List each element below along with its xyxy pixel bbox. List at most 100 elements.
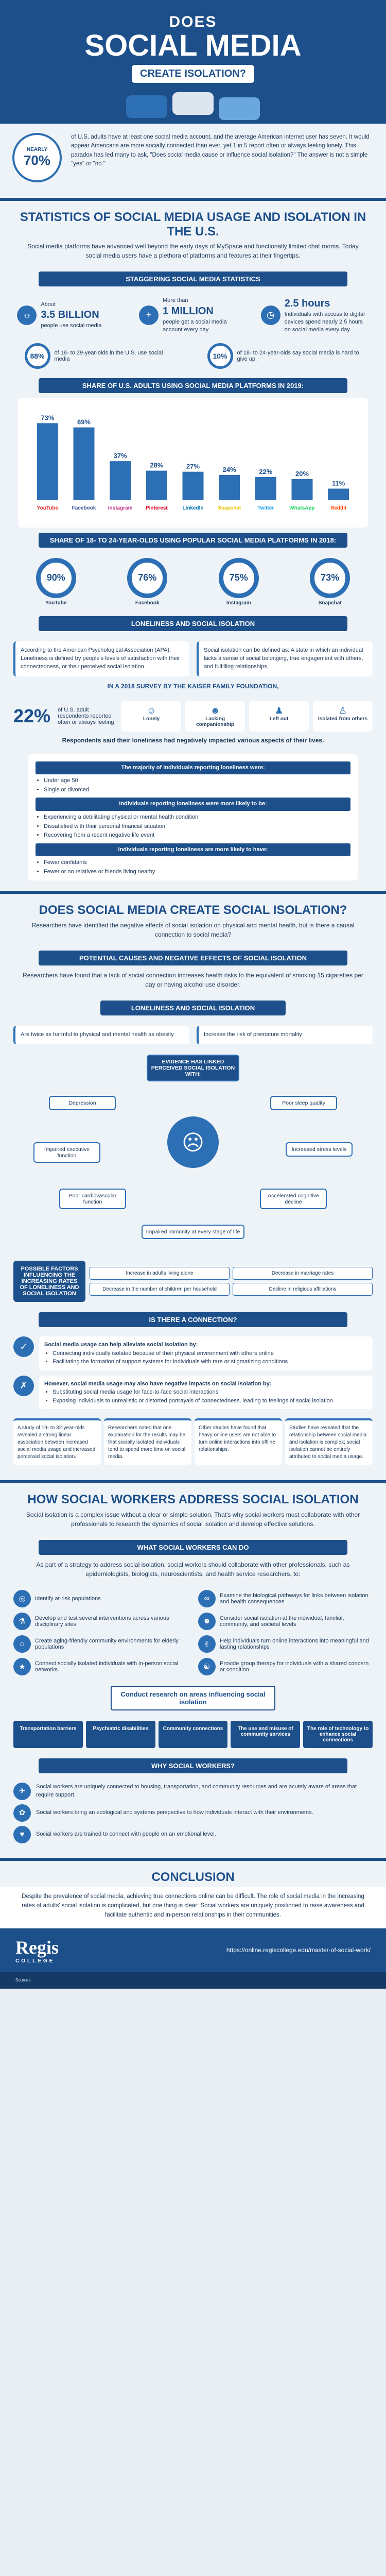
flask-icon: ⚗ [13, 1612, 31, 1630]
target-icon: ◎ [13, 1589, 31, 1607]
list-item: Exposing individuals to unrealistic or d… [52, 1397, 367, 1405]
bus-icon: ✈ [13, 1782, 31, 1800]
bar-category-label: WhatsApp [289, 505, 314, 511]
why-text: Social workers are uniquely connected to… [36, 1783, 357, 1798]
research-area: Transportation barriers [13, 1720, 83, 1748]
role-text: Identify at-risk populations [35, 1595, 101, 1602]
pos-head: Social media usage can help alleviate so… [44, 1342, 198, 1348]
effect-executive: Impaired executive function [33, 1142, 100, 1163]
family-icon: ☻ [198, 1612, 216, 1630]
list1: Under age 50 Single or divorced [36, 776, 350, 794]
role-text: Help individuals turn online interaction… [220, 1637, 369, 1650]
loneliness-bar: LONELINESS AND SOCIAL ISOLATION [39, 616, 347, 631]
header-create-isolation: CREATE ISOLATION? [132, 65, 254, 83]
list-item: Fewer or no relatives or friends living … [44, 868, 350, 877]
intro-text: of U.S. adults have at least one social … [71, 134, 370, 167]
bar-value-label: 69% [77, 418, 91, 426]
premature-mortality: Increase the risk of premature mortality [197, 1026, 373, 1044]
sad-person-icon: ☹ [167, 1116, 219, 1168]
divider [0, 891, 386, 894]
handshake-icon: ✌ [198, 1635, 216, 1653]
donut-value: 75% [218, 557, 259, 598]
cause-note: Researchers have found that a lack of so… [23, 972, 363, 989]
network-icon: ★ [13, 1657, 31, 1675]
stats-bar: STAGGERING SOCIAL MEDIA STATISTICS [39, 272, 347, 287]
bar-youtube [37, 423, 58, 500]
list-item: Under age 50 [44, 776, 350, 786]
list-item: Facilitating the formation of support sy… [52, 1358, 367, 1366]
bar-value-label: 22% [259, 468, 272, 476]
workers-bar: WHAT SOCIAL WORKERS CAN DO [39, 1539, 347, 1555]
survey-text: of U.S. adult respondents reported often… [58, 707, 114, 726]
regis-logo: Regis COLLEGE [15, 1937, 59, 1964]
header: DOES SOCIAL MEDIA CREATE ISOLATION? [0, 0, 386, 124]
list-item: Experiencing a debilitating physical or … [44, 813, 350, 822]
footer-url[interactable]: https://online.regiscollege.edu/master-o… [226, 1946, 371, 1954]
factors-grid: Increase in adults living alone Decrease… [90, 1267, 373, 1296]
isolated-person-icon: ♙ [338, 705, 347, 716]
why-bar: WHY SOCIAL WORKERS? [39, 1758, 347, 1773]
dna-icon: ∞ [198, 1589, 216, 1607]
globe-icon: ☼ [17, 305, 37, 325]
why-text: Social workers bring an ecological and s… [36, 1809, 313, 1816]
bar-value-label: 20% [295, 470, 309, 478]
conclusion-title: CONCLUSION [151, 1870, 235, 1884]
thumbs-up-icon: ✓ [13, 1336, 34, 1357]
survey: 22% of U.S. adult respondents reported o… [0, 697, 386, 736]
bar-category-label: Snapchat [218, 505, 241, 511]
stat-pre: More than [162, 297, 188, 304]
donut-instagram: 75% Instagram [218, 557, 259, 606]
isolation-definition: Social isolation can be defined as: A st… [197, 641, 373, 676]
loneliness-lists: The majority of individuals reporting lo… [28, 754, 358, 881]
role-item: ★Connect socially isolated individuals w… [13, 1657, 188, 1675]
role-text: Develop and test several interventions a… [35, 1615, 169, 1628]
role-item: ☻ Consider social isolation at the indivi… [198, 1612, 373, 1630]
bar-snapchat [219, 474, 240, 500]
workers-lead: As part of a strategy to address social … [36, 1561, 350, 1578]
donut-snapchat: 73%Snapchat [310, 557, 350, 606]
role-item: ⌂Create aging-friendly community environ… [13, 1635, 188, 1653]
why-text: Social workers are trained to connect wi… [36, 1831, 216, 1837]
donut-label: Facebook [135, 600, 160, 606]
role-text: Consider social isolation at the individ… [220, 1615, 344, 1628]
research-area: The use and misuse of community services [231, 1720, 301, 1748]
effect-cognitive: Accelerated cognitive decline [260, 1189, 327, 1209]
role-item: ☯Provide group therapy for individuals w… [198, 1657, 373, 1675]
badge-value: 70% [23, 152, 51, 168]
pct-row: 88% of 18- to 29-year-olds in the U.S. u… [0, 339, 386, 373]
stat-text: people get a social media account every … [162, 319, 227, 333]
effect-immunity: Impaired immunity at every stage of life [142, 1225, 244, 1239]
header-does: DOES [169, 13, 217, 30]
role-item: ◎ Identify at-risk populations [13, 1589, 188, 1607]
survey-head: IN A 2018 SURVEY BY THE KAISER FAMILY FO… [107, 682, 279, 690]
effect-stress: Increased stress levels [286, 1142, 353, 1157]
bar-value-label: 11% [332, 479, 345, 487]
list-item: Connecting individually isolated because… [52, 1349, 367, 1358]
bar-value-label: 28% [150, 461, 163, 469]
donut-label: YouTube [45, 600, 67, 606]
bar-value-label: 37% [114, 452, 127, 460]
effects-diagram: EVIDENCE HAS LINKED PERCEIVED SOCIAL ISO… [28, 1055, 358, 1250]
list3: Fewer confidants Fewer or no relatives o… [36, 858, 350, 876]
stats-subtitle: Social media platforms have advanced wel… [27, 243, 359, 260]
stat-text: Individuals with access to digital devic… [284, 311, 365, 333]
factor-item: Increase in adults living alone [90, 1267, 230, 1280]
donut-label: Instagram [226, 600, 251, 606]
donut-facebook: 76%Facebook [127, 557, 168, 606]
cause-bar: POTENTIAL CAUSES AND NEGATIVE EFFECTS OF… [39, 951, 347, 966]
survey-chips: ☺Lonely ☻Lacking companionship ♟Left out… [121, 701, 373, 732]
list-item: Single or divorced [44, 786, 350, 795]
divider [0, 198, 386, 201]
platform-chart-title: SHARE OF U.S. ADULTS USING SOCIAL MEDIA … [39, 378, 347, 393]
user-plus-icon: + [138, 305, 159, 325]
bar-value-label: 73% [41, 414, 54, 421]
workers-title: HOW SOCIAL WORKERS ADDRESS SOCIAL ISOLAT… [27, 1493, 359, 1506]
role-item: ∞Examine the biological pathways for lin… [198, 1589, 373, 1607]
leaf-icon: ✿ [13, 1804, 31, 1822]
effects-head: EVIDENCE HAS LINKED PERCEIVED SOCIAL ISO… [147, 1055, 239, 1081]
bar-whatsapp [291, 479, 313, 500]
